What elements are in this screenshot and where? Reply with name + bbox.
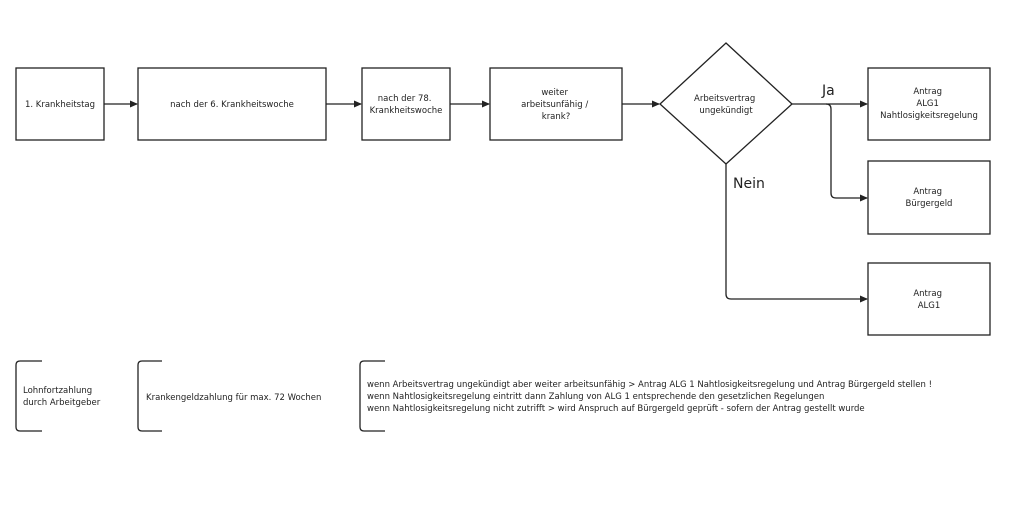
node-after-week-78: nach der 78. Krankheitswoche — [361, 67, 451, 141]
edge-label-no: Nein — [733, 176, 765, 192]
node-after-week-6: nach der 6. Krankheitswoche — [137, 67, 327, 141]
arrow-yes-to-citizen-income — [825, 103, 868, 202]
node-label: Antrag ALG1 Nahtlosigkeitsregelung — [880, 87, 978, 121]
note-sick-pay: Krankengeldzahlung für max. 72 Wochen — [137, 360, 321, 432]
arrow-no-to-alg1 — [725, 164, 868, 303]
result-alg1: Antrag ALG1 — [867, 262, 991, 336]
node-label: 1. Krankheitstag — [25, 100, 95, 110]
bracket — [15, 360, 42, 432]
edge-label-yes: Ja — [821, 83, 835, 99]
node-first-sick-day: 1. Krankheitstag — [15, 67, 105, 141]
result-citizen-income: Antrag Bürgergeld — [867, 160, 991, 235]
note-text: Lohnfortzahlung durch Arbeitgeber — [23, 386, 101, 408]
note-explanation: wenn Arbeitsvertrag ungekündigt aber wei… — [359, 360, 935, 432]
decision-employment-contract: Arbeitsvertrag ungekündigt — [659, 42, 793, 165]
note-continued-pay: Lohnfortzahlung durch Arbeitgeber — [15, 360, 101, 432]
bracket — [359, 360, 385, 432]
node-label: Antrag Bürgergeld — [906, 187, 953, 209]
note-text: wenn Arbeitsvertrag ungekündigt aber wei… — [367, 380, 935, 414]
decision-label: Arbeitsvertrag ungekündigt — [694, 94, 758, 116]
bracket — [137, 360, 162, 432]
note-text: Krankengeldzahlung für max. 72 Wochen — [146, 393, 321, 403]
node-label: Antrag ALG1 — [913, 289, 944, 311]
node-label: nach der 78. Krankheitswoche — [370, 94, 443, 116]
node-still-unable-to-work: weiter arbeitsunfähig / krank? — [489, 67, 623, 141]
result-alg1-seamless: Antrag ALG1 Nahtlosigkeitsregelung — [867, 67, 991, 141]
node-label: nach der 6. Krankheitswoche — [170, 100, 294, 110]
node-label: weiter arbeitsunfähig / krank? — [521, 88, 591, 122]
